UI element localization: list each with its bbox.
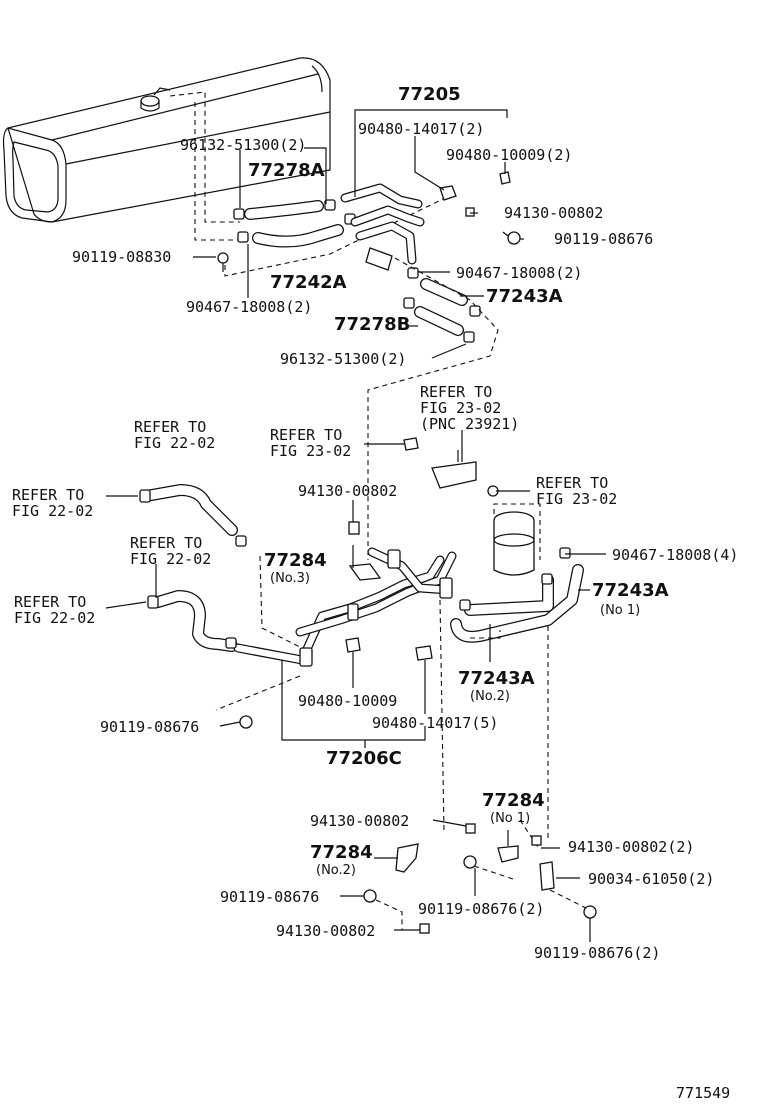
label-96132-51300-2-mid: 96132-51300(2) — [280, 350, 406, 368]
refer-23-02-b-line2: FIG 23-02 — [270, 442, 351, 460]
label-77243a-no2: 77243A — [458, 668, 535, 689]
label-90480-10009-2: 90480-10009(2) — [446, 146, 572, 164]
label-90480-10009: 90480-10009 — [298, 692, 397, 710]
label-77278a: 77278A — [248, 160, 325, 181]
fuel-tank — [2, 57, 331, 223]
refer-22-02-b-line1: REFER TO — [12, 486, 84, 504]
refer-23-02-c-line1: REFER TO — [536, 474, 608, 492]
label-77243a-no1-sub: (No 1) — [600, 603, 640, 618]
part-labels: 77205 90480-14017(2) 90480-10009(2) 9613… — [12, 84, 738, 1102]
label-90467-18008-4: 90467-18008(4) — [612, 546, 738, 564]
label-77278b: 77278B — [334, 314, 410, 335]
leader-lines — [105, 109, 606, 942]
label-77243a-no2-sub: (No.2) — [470, 689, 510, 704]
refer-23-02-pnc-line3: (PNC 23921) — [420, 415, 519, 433]
label-77242a: 77242A — [270, 272, 347, 293]
refer-22-02-d-line1: REFER TO — [14, 593, 86, 611]
label-90467-18008-2-a: 90467-18008(2) — [456, 264, 582, 282]
label-90119-08676-2-a: 90119-08676(2) — [418, 900, 544, 918]
label-77243a-no1: 77243A — [592, 580, 669, 601]
label-94130-00802-bottom: 94130-00802 — [276, 922, 375, 940]
figure-number: 771549 — [676, 1084, 730, 1102]
label-77284-no2-sub: (No.2) — [316, 863, 356, 878]
label-77206c: 77206C — [326, 748, 402, 769]
label-90119-08830: 90119-08830 — [72, 248, 171, 266]
refer-22-02-a-line1: REFER TO — [134, 418, 206, 436]
refer-22-02-c-line2: FIG 22-02 — [130, 550, 211, 568]
refer-23-02-c-line2: FIG 23-02 — [536, 490, 617, 508]
label-77284-no3-sub: (No.3) — [270, 571, 310, 586]
label-90119-08676-low: 90119-08676 — [220, 888, 319, 906]
label-90119-08676-mid: 90119-08676 — [100, 718, 199, 736]
label-90119-08676-2-b: 90119-08676(2) — [534, 944, 660, 962]
refer-23-02-pnc-line2: FIG 23-02 — [420, 399, 501, 417]
label-94130-00802-top: 94130-00802 — [504, 204, 603, 222]
label-77284-no1-sub: (No 1) — [490, 811, 530, 826]
label-90467-18008-2-b: 90467-18008(2) — [186, 298, 312, 316]
refer-22-02-a-line2: FIG 22-02 — [134, 434, 215, 452]
refer-23-02-b-line1: REFER TO — [270, 426, 342, 444]
label-77284-no1: 77284 — [482, 790, 545, 811]
label-77284-no3: 77284 — [264, 550, 327, 571]
label-90034-61050-2: 90034-61050(2) — [588, 870, 714, 888]
label-96132-51300-2-top: 96132-51300(2) — [180, 136, 306, 154]
label-94130-00802-low: 94130-00802 — [310, 812, 409, 830]
label-77243a-top: 77243A — [486, 286, 563, 307]
label-77205: 77205 — [398, 84, 461, 105]
label-94130-00802-2: 94130-00802(2) — [568, 838, 694, 856]
refer-22-02-d-line2: FIG 22-02 — [14, 609, 95, 627]
refer-22-02-c-line1: REFER TO — [130, 534, 202, 552]
label-94130-00802-mid: 94130-00802 — [298, 482, 397, 500]
label-77284-no2: 77284 — [310, 842, 373, 863]
label-90480-14017-2: 90480-14017(2) — [358, 120, 484, 138]
label-90480-14017-5: 90480-14017(5) — [372, 714, 498, 732]
refer-23-02-pnc-line1: REFER TO — [420, 383, 492, 401]
refer-22-02-b-line2: FIG 22-02 — [12, 502, 93, 520]
label-90119-08676-top: 90119-08676 — [554, 230, 653, 248]
